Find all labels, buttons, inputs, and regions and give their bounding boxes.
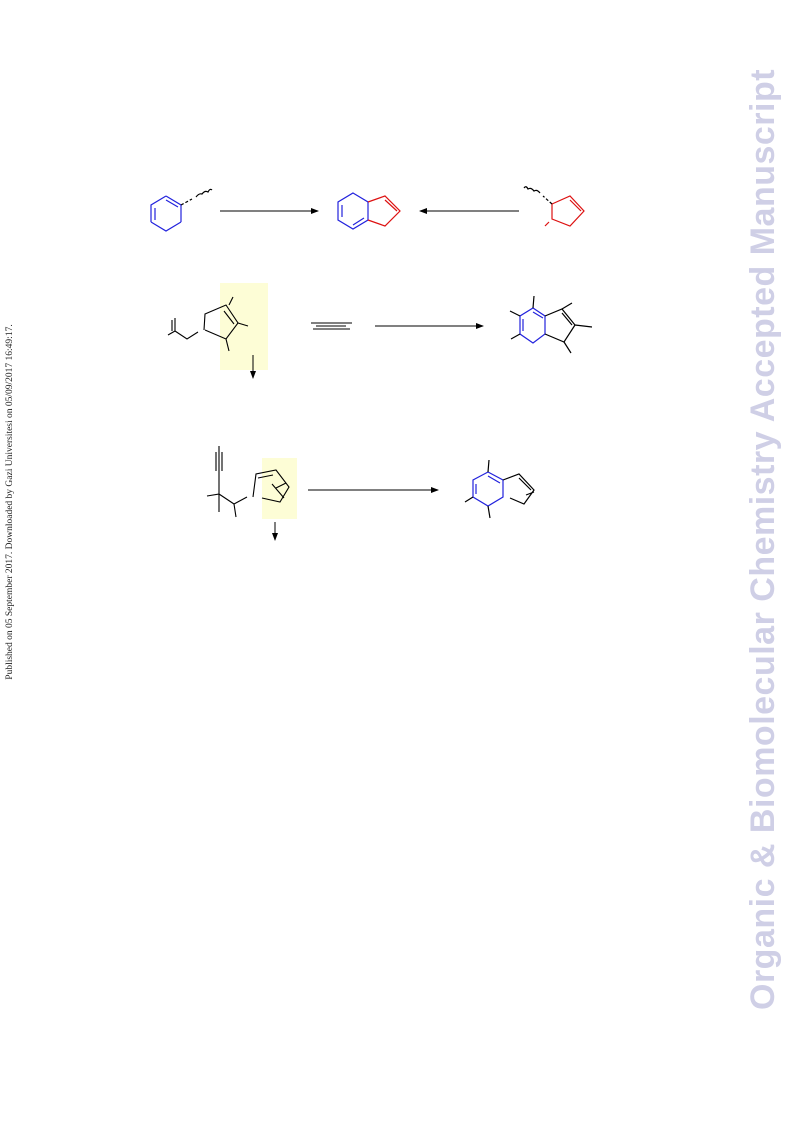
indolizine-product-1	[509, 295, 593, 354]
pyrrole-fragment	[523, 186, 585, 227]
highlight-box-2	[262, 458, 297, 519]
highlight-box-1	[220, 283, 268, 370]
indolizine-product-2	[464, 459, 535, 519]
indolizine-core	[337, 192, 401, 230]
pyridine-fragment	[150, 188, 213, 232]
propargyl-pyrrole-reactant	[206, 446, 290, 518]
alkyne-reagent	[311, 322, 352, 330]
allyl-pyrrole-reactant	[167, 296, 249, 352]
